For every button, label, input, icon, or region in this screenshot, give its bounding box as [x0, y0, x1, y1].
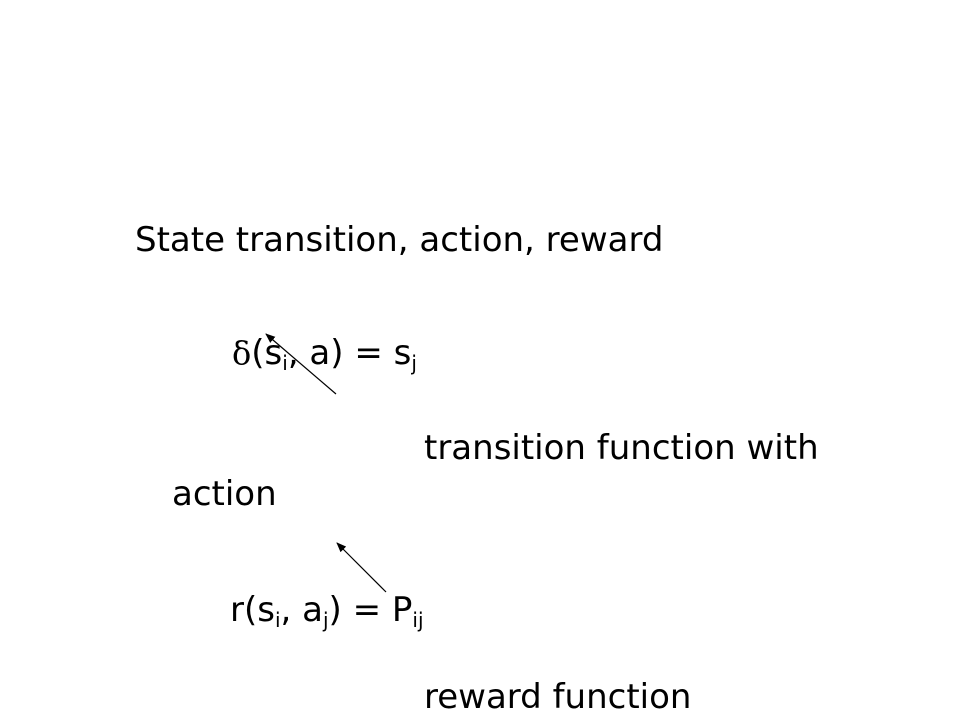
delta-symbol: δ [232, 334, 252, 372]
eq2-sub-ij: ij [412, 608, 424, 632]
reward-arrow [336, 542, 387, 593]
eq2-sub-j: j [322, 608, 329, 632]
slide-title: State transition, action, reward [135, 220, 664, 260]
eq1-open: (s [251, 333, 283, 373]
eq2-after: ) = P [328, 590, 413, 630]
eq2-mid: , a [280, 590, 323, 630]
transition-equation: δ(si, a) = sj [232, 333, 417, 373]
eq2-sub-i: i [274, 608, 281, 632]
reward-label: reward function [424, 677, 692, 717]
transition-label-line2: action [172, 474, 277, 514]
eq2-prefix: r(s [230, 590, 275, 630]
eq1-sub-j: j [411, 351, 417, 375]
reward-equation: r(si, aj) = Pij [230, 590, 424, 630]
transition-label-line1: transition function with [424, 428, 819, 468]
eq1-mid: , a) = s [287, 333, 412, 373]
